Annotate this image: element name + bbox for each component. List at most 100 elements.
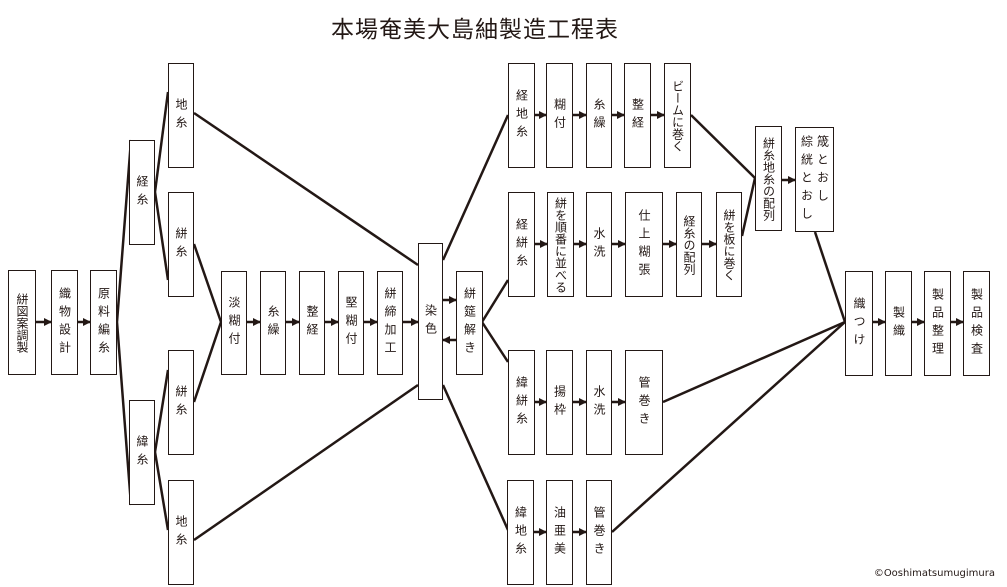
process-step-itokuri-1: 糸繰 xyxy=(260,271,286,375)
flow-line xyxy=(690,114,756,179)
flow-line xyxy=(441,384,510,531)
process-step-kasuriito-upper: 絣糸 xyxy=(168,192,194,297)
process-step-label: ビームに巻く xyxy=(670,80,686,152)
label-line: 経糸 xyxy=(135,174,149,211)
label-line: 絣糸 xyxy=(174,384,188,421)
process-step-tateito-hairetsu: 経糸の配列 xyxy=(676,192,702,297)
process-step-kudamaki-2: 管巻き xyxy=(586,480,612,585)
process-step-yuami: 油亜美 xyxy=(546,480,573,585)
flow-line xyxy=(153,91,170,193)
process-step-label: 地糸 xyxy=(173,515,189,551)
process-step-label: 絣を順番に並べる xyxy=(553,197,569,293)
label-line: 経絣糸 xyxy=(514,217,529,272)
diagram-title: 本場奄美大島紬製造工程表 xyxy=(331,17,619,43)
process-step-kudamaki-1: 管巻き xyxy=(625,350,663,455)
label-line: 水洗 xyxy=(592,226,606,263)
process-step-label: 絣図案調製 xyxy=(14,293,30,353)
process-step-kasuri-jiito-hairetsu: 絣糸地糸の配列 xyxy=(755,126,782,231)
process-step-label: 整経 xyxy=(630,98,646,134)
process-step-label: 染色 xyxy=(423,304,439,340)
process-step-label: 揚枠 xyxy=(552,385,568,421)
process-step-kasuriito-lower: 絣糸 xyxy=(168,350,194,455)
process-step-label: 油亜美 xyxy=(552,506,568,560)
label-line: 整経 xyxy=(305,305,319,341)
label-line: 淡糊付 xyxy=(227,296,241,350)
label-line: 絣糸地糸の配列 xyxy=(761,136,776,221)
flow-line xyxy=(192,243,223,403)
process-step-label: 絣糸 xyxy=(173,227,189,263)
label-line: 絣締加工 xyxy=(383,287,397,359)
process-step-senshoku: 染色 xyxy=(418,243,443,400)
label-line: 原料編糸 xyxy=(96,286,111,359)
process-step-label: 地糸 xyxy=(173,98,189,134)
process-step-label: 緯糸 xyxy=(134,435,150,471)
process-step-shiage: 仕上糊張 xyxy=(625,192,663,297)
label-line: 地糸 xyxy=(174,514,188,551)
process-step-label: 経地糸 xyxy=(514,89,530,143)
label-line: 絣を順番に並べる xyxy=(553,196,568,293)
process-step-kasuri-zuan: 絣図案調製 xyxy=(8,270,36,375)
process-step-label: 絣糸 xyxy=(173,385,189,421)
process-step-label: 水洗 xyxy=(591,227,607,263)
process-step-kasuri-hodoki: 絣筵解き xyxy=(456,271,483,375)
process-step-jiito-bottom: 地糸 xyxy=(168,480,194,585)
label-line: 仕上糊張 xyxy=(637,208,651,281)
process-step-seikei-1: 整経 xyxy=(299,271,325,375)
process-step-nuki-jiito: 緯地糸 xyxy=(507,480,534,585)
label-line: 絣糸 xyxy=(174,226,188,263)
process-step-label: 仕上糊張 xyxy=(636,209,652,281)
label-line: 地糸 xyxy=(174,97,188,134)
label-line: 織物設計 xyxy=(57,286,72,359)
process-step-orimono-sekkei: 織物設計 xyxy=(51,270,78,375)
process-step-label: 織つけ xyxy=(851,297,867,351)
label-line: 緯糸 xyxy=(135,434,149,471)
process-step-label: 原料編糸 xyxy=(96,287,112,359)
process-step-tate-kasuriito: 経絣糸 xyxy=(508,192,535,297)
label-line: 製品検査 xyxy=(969,287,984,360)
label-line: 管巻き xyxy=(637,375,651,430)
label-line: 製品整理 xyxy=(930,287,945,360)
flow-line xyxy=(115,139,133,506)
label-line: 糸繰 xyxy=(592,97,606,134)
process-step-tateito: 経糸 xyxy=(129,140,155,245)
process-step-nukiito: 緯糸 xyxy=(129,400,155,505)
process-step-label: 糸繰 xyxy=(591,98,607,134)
process-step-katanorizuke: 堅糊付 xyxy=(338,271,364,375)
process-step-genryo-hensi: 原料編糸 xyxy=(90,270,117,375)
process-step-suisen-1: 水洗 xyxy=(586,192,612,297)
label-line: 管巻き xyxy=(592,505,606,560)
label-line: 染色 xyxy=(423,303,438,340)
process-step-label: 経糸 xyxy=(134,175,150,211)
process-step-label: 製織 xyxy=(891,306,907,342)
process-step-jiito-top: 地糸 xyxy=(168,63,194,168)
process-step-label: 製品検査 xyxy=(969,288,985,360)
process-step-label: 糊付 xyxy=(552,98,568,134)
process-step-seihin-kensa: 製品検査 xyxy=(963,271,990,376)
process-step-itokuri-2: 糸繰 xyxy=(586,63,612,168)
label-line: 緯絣糸 xyxy=(514,375,529,430)
process-step-seihin-seiri: 製品整理 xyxy=(924,271,951,376)
process-step-label: 製品整理 xyxy=(930,288,946,360)
label-line: 緯地糸 xyxy=(513,505,528,560)
label-line: 水洗 xyxy=(592,384,606,421)
process-step-agewaku: 揚枠 xyxy=(546,350,573,455)
process-step-seishoku: 製織 xyxy=(885,271,912,376)
process-step-suisen-2: 水洗 xyxy=(586,350,612,455)
process-step-oritsuke: 織つけ xyxy=(845,271,873,376)
copyright: ©Ooshimatsumugimura xyxy=(873,568,995,579)
label-line: 揚枠 xyxy=(552,384,567,421)
process-step-label: 絣締加工 xyxy=(382,287,398,359)
process-step-label: 堅糊付 xyxy=(343,296,359,350)
label-line: 製織 xyxy=(891,305,906,342)
flow-line xyxy=(813,231,847,323)
flow-line xyxy=(480,279,510,363)
process-step-tate-jiito: 経地糸 xyxy=(508,63,535,168)
flow-line xyxy=(193,383,419,542)
process-step-kasurijime: 絣締加工 xyxy=(377,271,403,375)
process-step-label: 絣筵解き xyxy=(462,287,478,359)
label-line: 筬とおし xyxy=(815,134,830,207)
process-step-label: 管巻き xyxy=(636,376,652,430)
process-step-tannorizuke: 淡糊付 xyxy=(221,271,247,375)
process-step-label: 筬とおし綜絖とおし xyxy=(799,135,831,225)
